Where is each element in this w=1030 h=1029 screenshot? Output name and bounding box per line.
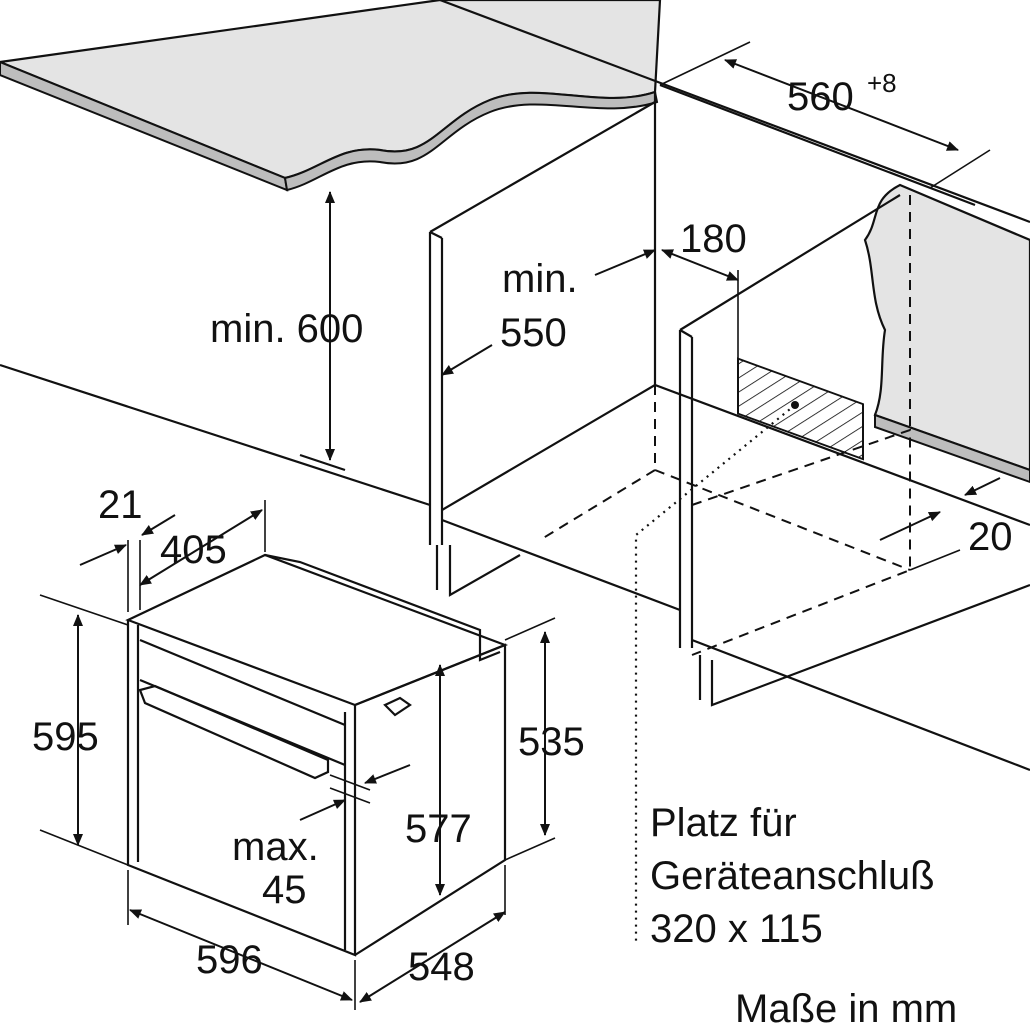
front-panel-label: 21	[98, 483, 143, 527]
connection-note-line2: Geräteanschluß	[650, 854, 935, 898]
max-prefix: max.	[232, 825, 319, 869]
max-value-label: 45	[262, 868, 307, 912]
units-note: Maße in mm	[735, 987, 957, 1029]
min-depth-label: 550	[500, 311, 567, 355]
oven-width-label: 596	[196, 938, 263, 982]
connection-note-line3: 320 x 115	[650, 907, 823, 951]
left-countertop	[0, 0, 662, 192]
niche-width-label: 560	[787, 75, 854, 119]
handle-depth-label: 405	[160, 528, 227, 572]
back-gap-label: 20	[968, 515, 1013, 559]
connection-offset-label: 180	[680, 217, 747, 261]
oven-height-label: 595	[32, 715, 99, 759]
oven	[125, 553, 509, 957]
dimension-lines	[39, 41, 1001, 1010]
cabinet-lines	[0, 0, 1030, 945]
min-height-label: min. 600	[210, 307, 363, 351]
right-countertop	[863, 183, 1030, 484]
connection-area	[737, 357, 864, 461]
oven-depth-label: 548	[408, 945, 475, 989]
oven-handle	[138, 684, 330, 780]
min-depth-prefix: min.	[502, 257, 578, 301]
connection-note-line1: Platz für	[650, 801, 797, 845]
side-height-label: 535	[518, 720, 585, 764]
body-height-label: 577	[405, 807, 472, 851]
niche-width-tolerance: +8	[867, 68, 897, 98]
